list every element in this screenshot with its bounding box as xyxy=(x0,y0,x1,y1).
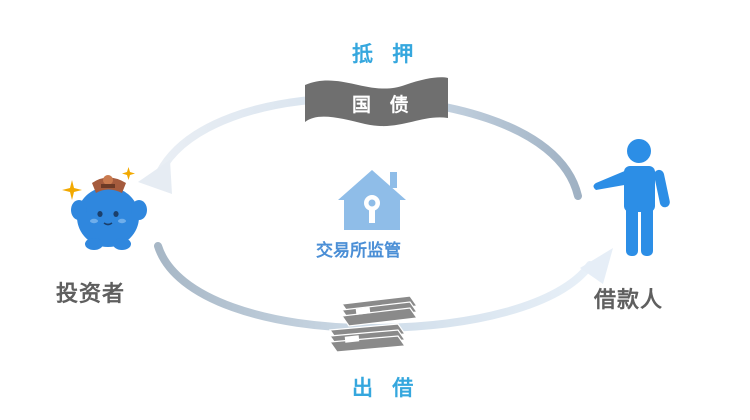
person-icon xyxy=(593,139,670,256)
top-arrowhead xyxy=(138,160,172,194)
bond-banner xyxy=(305,77,448,127)
exchange-label: 交易所监管 xyxy=(316,241,401,261)
bottom-arrowhead xyxy=(580,248,613,284)
collateral-label: 抵 押 xyxy=(352,42,420,66)
investor-label: 投资者 xyxy=(56,282,126,307)
borrower-label: 借款人 xyxy=(594,288,664,313)
house-icon xyxy=(338,170,406,230)
blue-mascot-icon xyxy=(62,167,147,250)
money-stack-icon xyxy=(328,295,419,353)
lend-label: 出 借 xyxy=(352,376,420,400)
bond-label: 国 债 xyxy=(352,94,415,116)
